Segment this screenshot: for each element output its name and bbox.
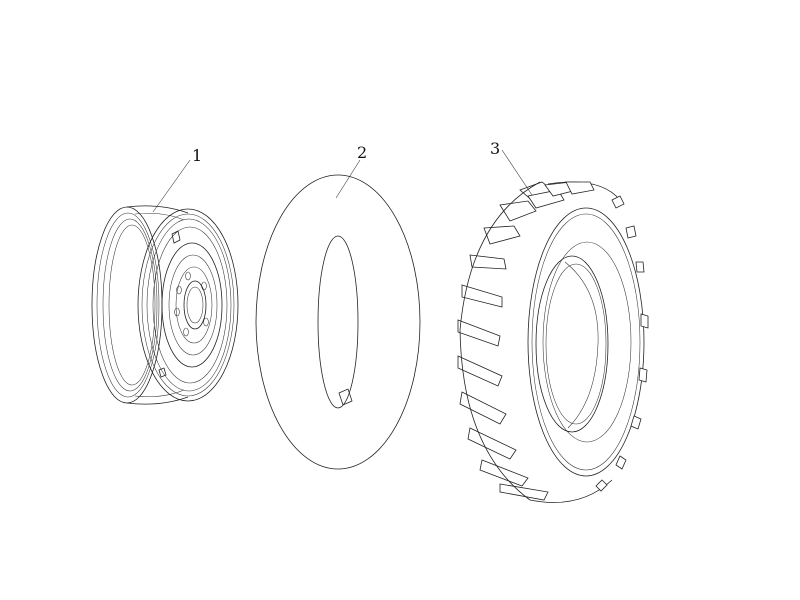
inner-tube xyxy=(255,174,421,470)
callout-3: 3 xyxy=(490,139,533,196)
callout-2: 2 xyxy=(335,143,367,199)
callout-1: 1 xyxy=(152,146,202,213)
callout-label-2: 2 xyxy=(357,143,367,162)
callout-label-3: 3 xyxy=(490,139,500,158)
callout-label-1: 1 xyxy=(192,146,202,165)
wheel-rim xyxy=(91,205,239,405)
tire xyxy=(457,181,649,503)
